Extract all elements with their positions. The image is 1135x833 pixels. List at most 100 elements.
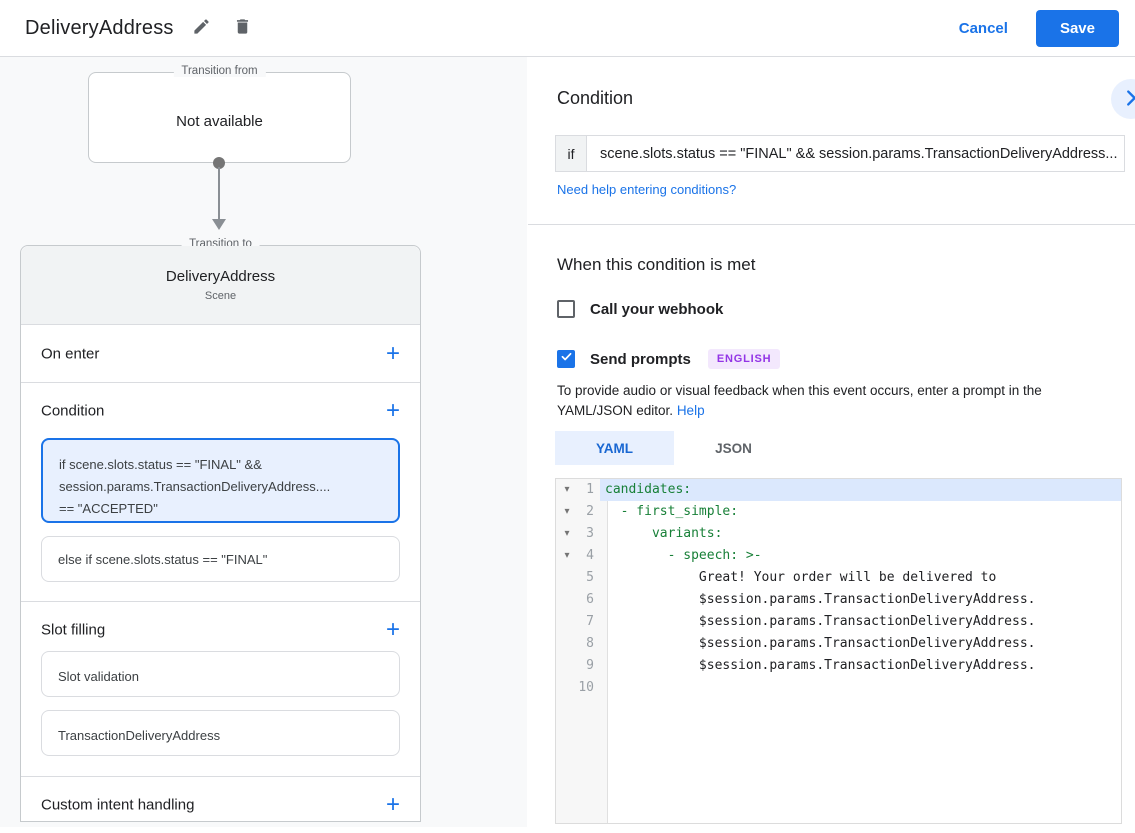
- custom-intent-section: Custom intent handling +: [21, 776, 420, 833]
- transition-from-box: Transition from Not available: [88, 65, 351, 163]
- line-number: 1: [586, 482, 594, 497]
- editor-arrow-slot: [556, 633, 578, 655]
- slot-validation-card[interactable]: Slot validation: [41, 651, 400, 697]
- panel-divider: [528, 224, 1135, 225]
- call-webhook-row: Call your webhook: [557, 300, 723, 318]
- condition-help-link[interactable]: Need help entering conditions?: [557, 182, 737, 197]
- editor-arrow-slot: [556, 677, 578, 699]
- save-button[interactable]: Save: [1035, 10, 1119, 47]
- line-number: 8: [586, 636, 594, 651]
- editor-line[interactable]: ▾ 2 - first_simple:: [556, 501, 1121, 523]
- editor-line[interactable]: ▾ 3 variants:: [556, 523, 1121, 545]
- if-label: if: [555, 135, 586, 172]
- connector-dot: [213, 157, 225, 169]
- condition-card-selected[interactable]: if scene.slots.status == "FINAL" && sess…: [41, 438, 400, 523]
- code-line-text: variants:: [651, 526, 723, 541]
- section-divider: [21, 776, 420, 777]
- slot-card-label: TransactionDeliveryAddress: [58, 728, 221, 743]
- editor-line[interactable]: ▾ 1 candidates:: [556, 479, 1121, 501]
- chevron-right-icon: [1111, 87, 1135, 112]
- condition-expression-group: if: [555, 135, 1125, 172]
- code-line-text: - first_simple:: [620, 504, 739, 519]
- line-number: 6: [586, 592, 594, 607]
- language-badge: ENGLISH: [707, 349, 781, 369]
- delete-scene-button[interactable]: [229, 13, 256, 43]
- scene-header[interactable]: DeliveryAddress Scene: [21, 246, 420, 325]
- prompt-description: To provide audio or visual feedback when…: [557, 381, 1112, 421]
- editor-line[interactable]: ▾ 4 - speech: >-: [556, 545, 1121, 567]
- condition-expression-input[interactable]: [586, 135, 1125, 172]
- line-number: 10: [578, 680, 594, 695]
- call-webhook-checkbox[interactable]: [557, 300, 575, 318]
- editor-arrow-slot: [556, 611, 578, 633]
- top-bar: DeliveryAddress Cancel Save: [0, 0, 1135, 57]
- editor-line[interactable]: 7 $session.params.TransactionDeliveryAdd…: [556, 611, 1121, 633]
- add-slot-button[interactable]: +: [378, 616, 408, 644]
- tab-yaml[interactable]: YAML: [555, 431, 674, 465]
- send-prompts-label: Send prompts: [590, 350, 691, 368]
- code-line-text: candidates:: [600, 479, 1121, 501]
- prompt-help-link[interactable]: Help: [676, 403, 705, 418]
- collapse-panel-button[interactable]: [1111, 79, 1135, 119]
- scene-type-label: Scene: [204, 290, 237, 302]
- send-prompts-checkbox[interactable]: [557, 350, 575, 368]
- code-line-text: Great! Your order will be delivered to: [605, 570, 997, 585]
- add-custom-intent-button[interactable]: +: [378, 791, 408, 819]
- collapse-line-icon[interactable]: ▾: [564, 528, 570, 539]
- line-number: 3: [586, 526, 594, 541]
- collapse-line-icon[interactable]: ▾: [564, 550, 570, 561]
- code-line-text: $session.params.TransactionDeliveryAddre…: [605, 636, 1036, 651]
- cancel-button[interactable]: Cancel: [958, 20, 1008, 37]
- section-divider: [21, 601, 420, 602]
- condition-heading: Condition: [557, 88, 634, 108]
- custom-intent-label: Custom intent handling: [41, 796, 195, 813]
- page-title: DeliveryAddress: [25, 16, 174, 39]
- add-condition-button[interactable]: +: [378, 397, 408, 425]
- collapse-line-icon[interactable]: ▾: [564, 484, 570, 495]
- slot-card-label: Slot validation: [58, 669, 139, 684]
- pencil-icon: [192, 17, 211, 39]
- editor-line[interactable]: 6 $session.params.TransactionDeliveryAdd…: [556, 589, 1121, 611]
- scene-name: DeliveryAddress: [165, 268, 276, 285]
- code-line-text: - speech: >-: [667, 548, 762, 563]
- on-enter-section: On enter +: [21, 325, 420, 382]
- editor-line[interactable]: 10: [556, 677, 1121, 699]
- trash-icon: [233, 17, 252, 39]
- yaml-code-editor[interactable]: ▾ 1 candidates: ▾ 2 - first_simple: ▾ 3 varian…: [555, 478, 1122, 824]
- condition-card-text: if scene.slots.status == "FINAL" && sess…: [59, 457, 331, 516]
- condition-detail-panel: Condition if Need help entering conditio…: [528, 57, 1135, 827]
- editor-line[interactable]: 5 Great! Your order will be delivered to: [556, 567, 1121, 589]
- editor-tabs: YAML JSON: [555, 431, 793, 465]
- editor-gutter: [556, 479, 608, 823]
- editor-lines: ▾ 1 candidates: ▾ 2 - first_simple: ▾ 3 varian…: [556, 479, 1121, 699]
- editor-line[interactable]: 9 $session.params.TransactionDeliveryAdd…: [556, 655, 1121, 677]
- code-line-text: $session.params.TransactionDeliveryAddre…: [605, 658, 1036, 673]
- connector-line: [218, 167, 220, 220]
- editor-arrow-slot: [556, 567, 578, 589]
- code-line-text: [600, 677, 1121, 699]
- add-on-enter-button[interactable]: +: [378, 340, 408, 368]
- edit-scene-button[interactable]: [188, 13, 215, 43]
- code-line-text: $session.params.TransactionDeliveryAddre…: [605, 614, 1036, 629]
- condition-section: Condition +: [21, 382, 420, 439]
- condition-card-else[interactable]: else if scene.slots.status == "FINAL": [41, 536, 400, 582]
- editor-arrow-slot: [556, 655, 578, 677]
- line-number: 4: [586, 548, 594, 563]
- scene-graph-panel: Transition from Not available Transition…: [0, 57, 527, 827]
- tab-json[interactable]: JSON: [674, 431, 793, 465]
- condition-card-text: else if scene.slots.status == "FINAL": [58, 552, 268, 567]
- editor-line[interactable]: 8 $session.params.TransactionDeliveryAdd…: [556, 633, 1121, 655]
- line-number: 9: [586, 658, 594, 673]
- transition-from-value: Not available: [176, 113, 263, 130]
- code-line-text: $session.params.TransactionDeliveryAddre…: [605, 592, 1036, 607]
- collapse-line-icon[interactable]: ▾: [564, 506, 570, 517]
- checkmark-icon: [560, 350, 573, 368]
- condition-section-label: Condition: [41, 402, 105, 419]
- line-number: 5: [586, 570, 594, 585]
- editor-arrow-slot: [556, 589, 578, 611]
- line-number: 2: [586, 504, 594, 519]
- line-number: 7: [586, 614, 594, 629]
- on-enter-label: On enter: [41, 345, 100, 362]
- transaction-delivery-address-card[interactable]: TransactionDeliveryAddress: [41, 710, 400, 756]
- transition-from-legend: Transition from: [173, 65, 266, 77]
